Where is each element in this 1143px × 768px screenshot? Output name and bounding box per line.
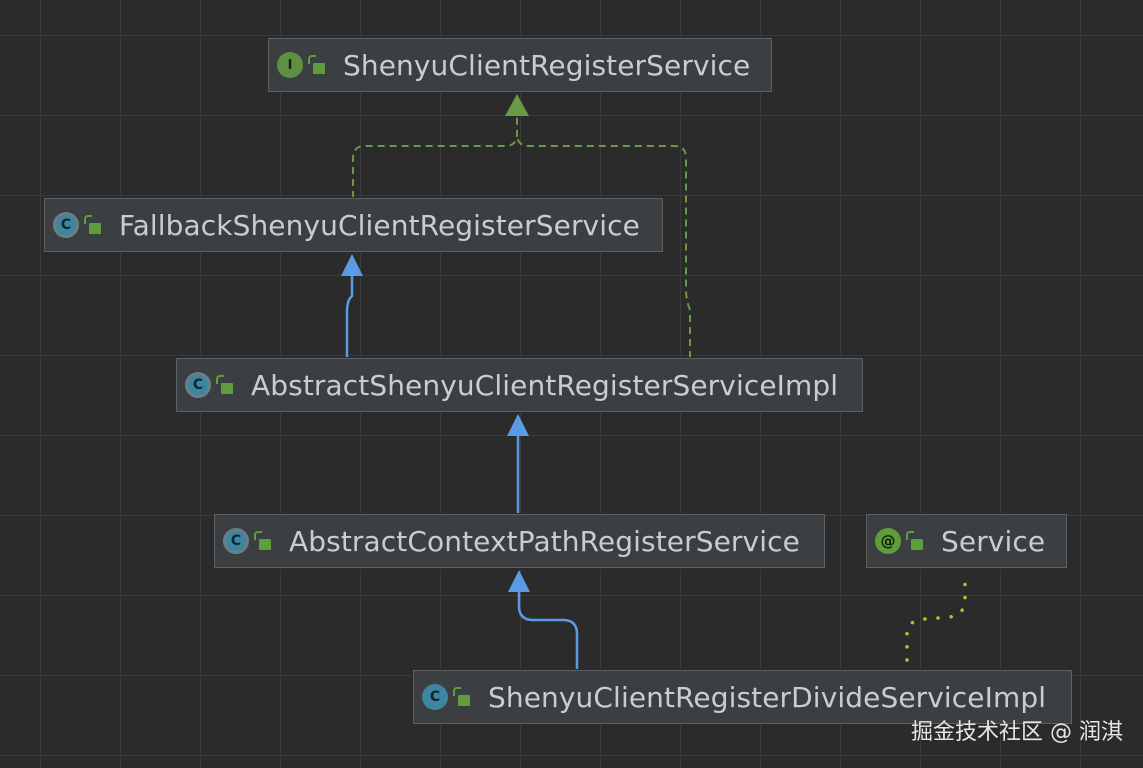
public-visibility-icon — [254, 530, 271, 550]
public-visibility-icon — [453, 686, 470, 706]
watermark: 掘金技术社区 @ 润淇 — [911, 720, 1123, 745]
public-visibility-icon — [308, 54, 325, 74]
node-label: ShenyuClientRegisterDivideServiceImpl — [488, 680, 1047, 714]
node-label: FallbackShenyuClientRegisterService — [119, 208, 640, 242]
node-service-annotation[interactable]: @ Service — [866, 514, 1067, 568]
node-shenyu-client-register-divide-service-impl[interactable]: C ShenyuClientRegisterDivideServiceImpl — [413, 670, 1072, 724]
arrowhead-implements — [505, 94, 529, 116]
abstract-class-icon: C — [53, 212, 79, 238]
edge-abstract-impl-extends-fallback — [345, 276, 354, 358]
arrowhead-extends-context-path — [508, 570, 530, 592]
arrowhead-extends-fallback — [341, 254, 363, 276]
node-abstract-shenyu-client-register-service-impl[interactable]: C AbstractShenyuClientRegisterServiceImp… — [176, 358, 863, 412]
node-abstract-context-path-register-service[interactable]: C AbstractContextPathRegisterService — [214, 514, 825, 568]
class-icon: C — [422, 684, 448, 710]
node-fallback-shenyu-client-register-service[interactable]: C FallbackShenyuClientRegisterService — [44, 198, 663, 252]
public-visibility-icon — [216, 374, 233, 394]
abstract-class-icon: C — [223, 528, 249, 554]
public-visibility-icon — [84, 214, 101, 234]
node-label: ShenyuClientRegisterService — [343, 48, 751, 82]
node-label: AbstractContextPathRegisterService — [289, 524, 800, 558]
annotation-icon: @ — [875, 528, 901, 554]
edge-divide-annotated-by-service — [905, 570, 967, 662]
node-label: AbstractShenyuClientRegisterServiceImpl — [251, 368, 839, 402]
edge-divide-extends-context-path — [517, 592, 579, 670]
public-visibility-icon — [906, 530, 923, 550]
arrowhead-extends-abstract-impl — [507, 414, 529, 436]
abstract-class-icon: C — [185, 372, 211, 398]
node-shenyu-client-register-service[interactable]: I ShenyuClientRegisterService — [268, 38, 772, 92]
edge-fallback-implements-interface — [352, 114, 518, 198]
edge-abstract-impl-implements-interface — [516, 133, 691, 358]
interface-icon: I — [277, 52, 303, 78]
node-label: Service — [941, 524, 1046, 558]
